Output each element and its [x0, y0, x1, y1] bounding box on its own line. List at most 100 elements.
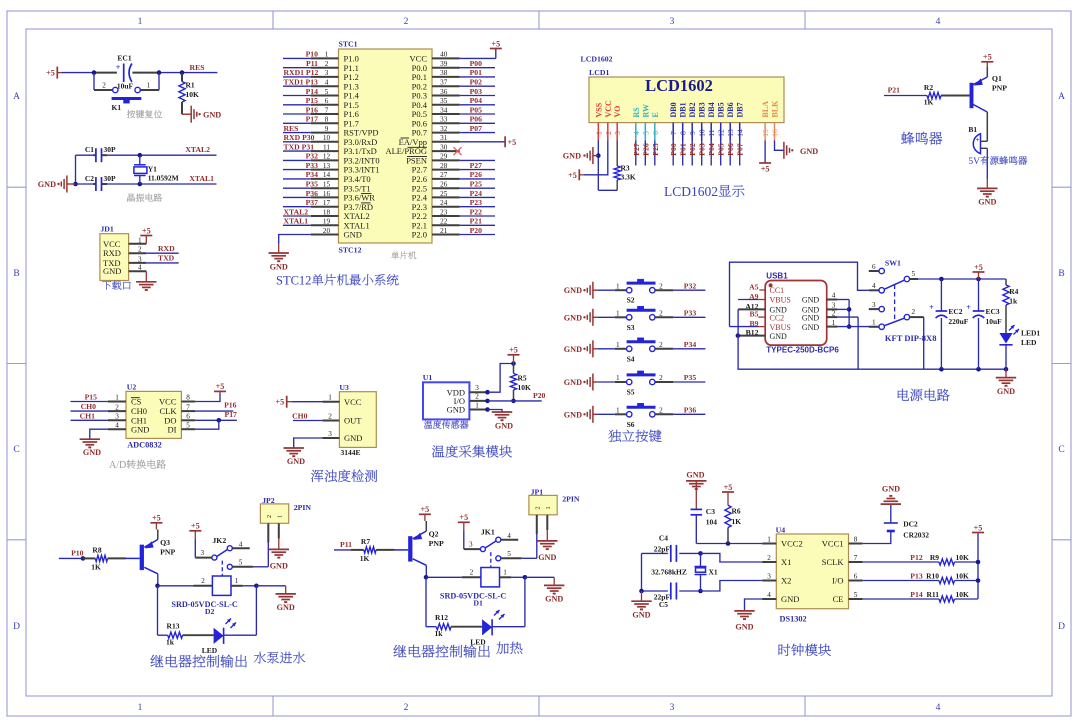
svg-text:P06: P06 — [726, 143, 735, 156]
svg-text:26: 26 — [440, 181, 448, 189]
svg-text:DB7: DB7 — [736, 102, 745, 117]
svg-text:GND: GND — [103, 266, 121, 276]
svg-text:R4: R4 — [1009, 287, 1018, 296]
svg-text:+5: +5 — [191, 522, 200, 531]
svg-text:EC2: EC2 — [948, 307, 962, 316]
svg-text:8: 8 — [325, 116, 329, 124]
svg-text:+5: +5 — [974, 523, 983, 532]
svg-text:S3: S3 — [627, 323, 635, 332]
svg-text:P1.5: P1.5 — [344, 100, 359, 110]
svg-text:3: 3 — [767, 573, 771, 581]
svg-text:TXD: TXD — [158, 254, 175, 263]
svg-text:13: 13 — [323, 162, 331, 170]
svg-text:C2: C2 — [85, 174, 94, 183]
svg-text:DB2: DB2 — [688, 102, 697, 117]
svg-text:GND: GND — [344, 433, 362, 443]
svg-text:P3.1/TxD: P3.1/TxD — [344, 146, 377, 156]
svg-text:+: + — [976, 136, 980, 144]
svg-text:U4: U4 — [776, 526, 786, 535]
svg-text:S6: S6 — [627, 420, 635, 429]
svg-text:25: 25 — [440, 190, 448, 198]
svg-text:30P: 30P — [104, 145, 117, 154]
svg-text:27: 27 — [440, 171, 448, 179]
svg-text:2PIN: 2PIN — [294, 503, 312, 512]
svg-text:P32: P32 — [306, 152, 319, 161]
svg-text:2: 2 — [659, 341, 663, 349]
svg-text:P0.0: P0.0 — [412, 63, 427, 73]
svg-text:LED1: LED1 — [1021, 329, 1040, 338]
svg-text:7: 7 — [186, 403, 190, 411]
svg-text:+5: +5 — [216, 382, 225, 391]
svg-text:GND: GND — [344, 230, 362, 240]
svg-text:P17: P17 — [225, 410, 238, 419]
svg-text:1: 1 — [277, 515, 284, 518]
svg-text:A: A — [1058, 92, 1065, 102]
svg-text:3.3K: 3.3K — [621, 173, 636, 182]
svg-text:I/O: I/O — [454, 396, 465, 406]
svg-text:6: 6 — [186, 413, 190, 421]
svg-text:Q2: Q2 — [429, 530, 439, 539]
svg-text:8: 8 — [679, 131, 688, 135]
svg-text:P24: P24 — [470, 189, 483, 198]
svg-text:+5: +5 — [421, 505, 430, 514]
svg-text:DB6: DB6 — [726, 102, 735, 117]
svg-text:1K: 1K — [924, 98, 934, 107]
svg-text:GND: GND — [563, 152, 581, 161]
svg-text:1: 1 — [616, 310, 620, 318]
svg-text:P11: P11 — [340, 540, 352, 549]
svg-text:CH0: CH0 — [131, 406, 147, 416]
svg-text:PNP: PNP — [992, 84, 1007, 93]
svg-text:2: 2 — [266, 515, 273, 518]
svg-text:CH0: CH0 — [292, 411, 308, 420]
svg-text:GND: GND — [882, 485, 900, 494]
svg-text:S2: S2 — [627, 296, 635, 305]
svg-text:5: 5 — [912, 270, 916, 278]
svg-text:VBUS: VBUS — [770, 296, 791, 305]
svg-text:A12: A12 — [745, 302, 758, 311]
svg-text:TYPEC-250D-BCP6: TYPEC-250D-BCP6 — [766, 346, 839, 355]
svg-text:STC12: STC12 — [276, 274, 311, 288]
svg-text:P02: P02 — [470, 78, 483, 87]
svg-text:VCC2: VCC2 — [781, 539, 803, 549]
svg-text:+5: +5 — [142, 226, 151, 235]
svg-text:+: + — [929, 303, 934, 312]
svg-text:4: 4 — [767, 591, 771, 599]
svg-text:2: 2 — [102, 82, 106, 90]
svg-text:XTAL2: XTAL2 — [344, 211, 370, 221]
svg-text:1: 1 — [616, 341, 620, 349]
svg-text:38: 38 — [440, 69, 448, 77]
svg-text:P25: P25 — [470, 180, 483, 189]
svg-text:P07: P07 — [470, 124, 483, 133]
svg-text:P3.3/INT1: P3.3/INT1 — [344, 165, 380, 175]
svg-text:2: 2 — [475, 393, 479, 401]
svg-text:P13: P13 — [910, 572, 923, 581]
svg-text:DB1: DB1 — [679, 102, 688, 117]
svg-text:10K: 10K — [518, 383, 532, 392]
svg-text:GND: GND — [203, 110, 221, 119]
svg-text:P2.1: P2.1 — [412, 220, 427, 230]
svg-text:5: 5 — [186, 421, 190, 429]
svg-text:+5: +5 — [459, 513, 468, 522]
svg-text:34: 34 — [440, 106, 448, 114]
svg-text:7: 7 — [325, 106, 329, 114]
svg-text:1: 1 — [115, 394, 119, 402]
svg-text:CH1: CH1 — [131, 415, 147, 425]
svg-text:GND: GND — [538, 553, 556, 562]
svg-text:2: 2 — [659, 310, 663, 318]
svg-text:1K: 1K — [360, 554, 370, 563]
svg-text:21: 21 — [440, 227, 448, 235]
svg-text:1: 1 — [147, 82, 151, 90]
svg-text:2: 2 — [115, 403, 119, 411]
svg-text:CR2032: CR2032 — [903, 531, 929, 540]
svg-text:C: C — [1058, 445, 1064, 455]
svg-text:LCD1: LCD1 — [589, 68, 609, 77]
svg-text:2PIN: 2PIN — [562, 495, 580, 504]
svg-text:P21: P21 — [470, 217, 483, 226]
svg-text:P3.2/INT0: P3.2/INT0 — [344, 156, 380, 166]
svg-text:4: 4 — [936, 703, 941, 713]
svg-text:1: 1 — [616, 407, 620, 415]
svg-text:6: 6 — [651, 131, 660, 135]
svg-text:CLK: CLK — [160, 406, 178, 416]
svg-text:4: 4 — [138, 264, 142, 272]
svg-text:3: 3 — [670, 703, 675, 713]
